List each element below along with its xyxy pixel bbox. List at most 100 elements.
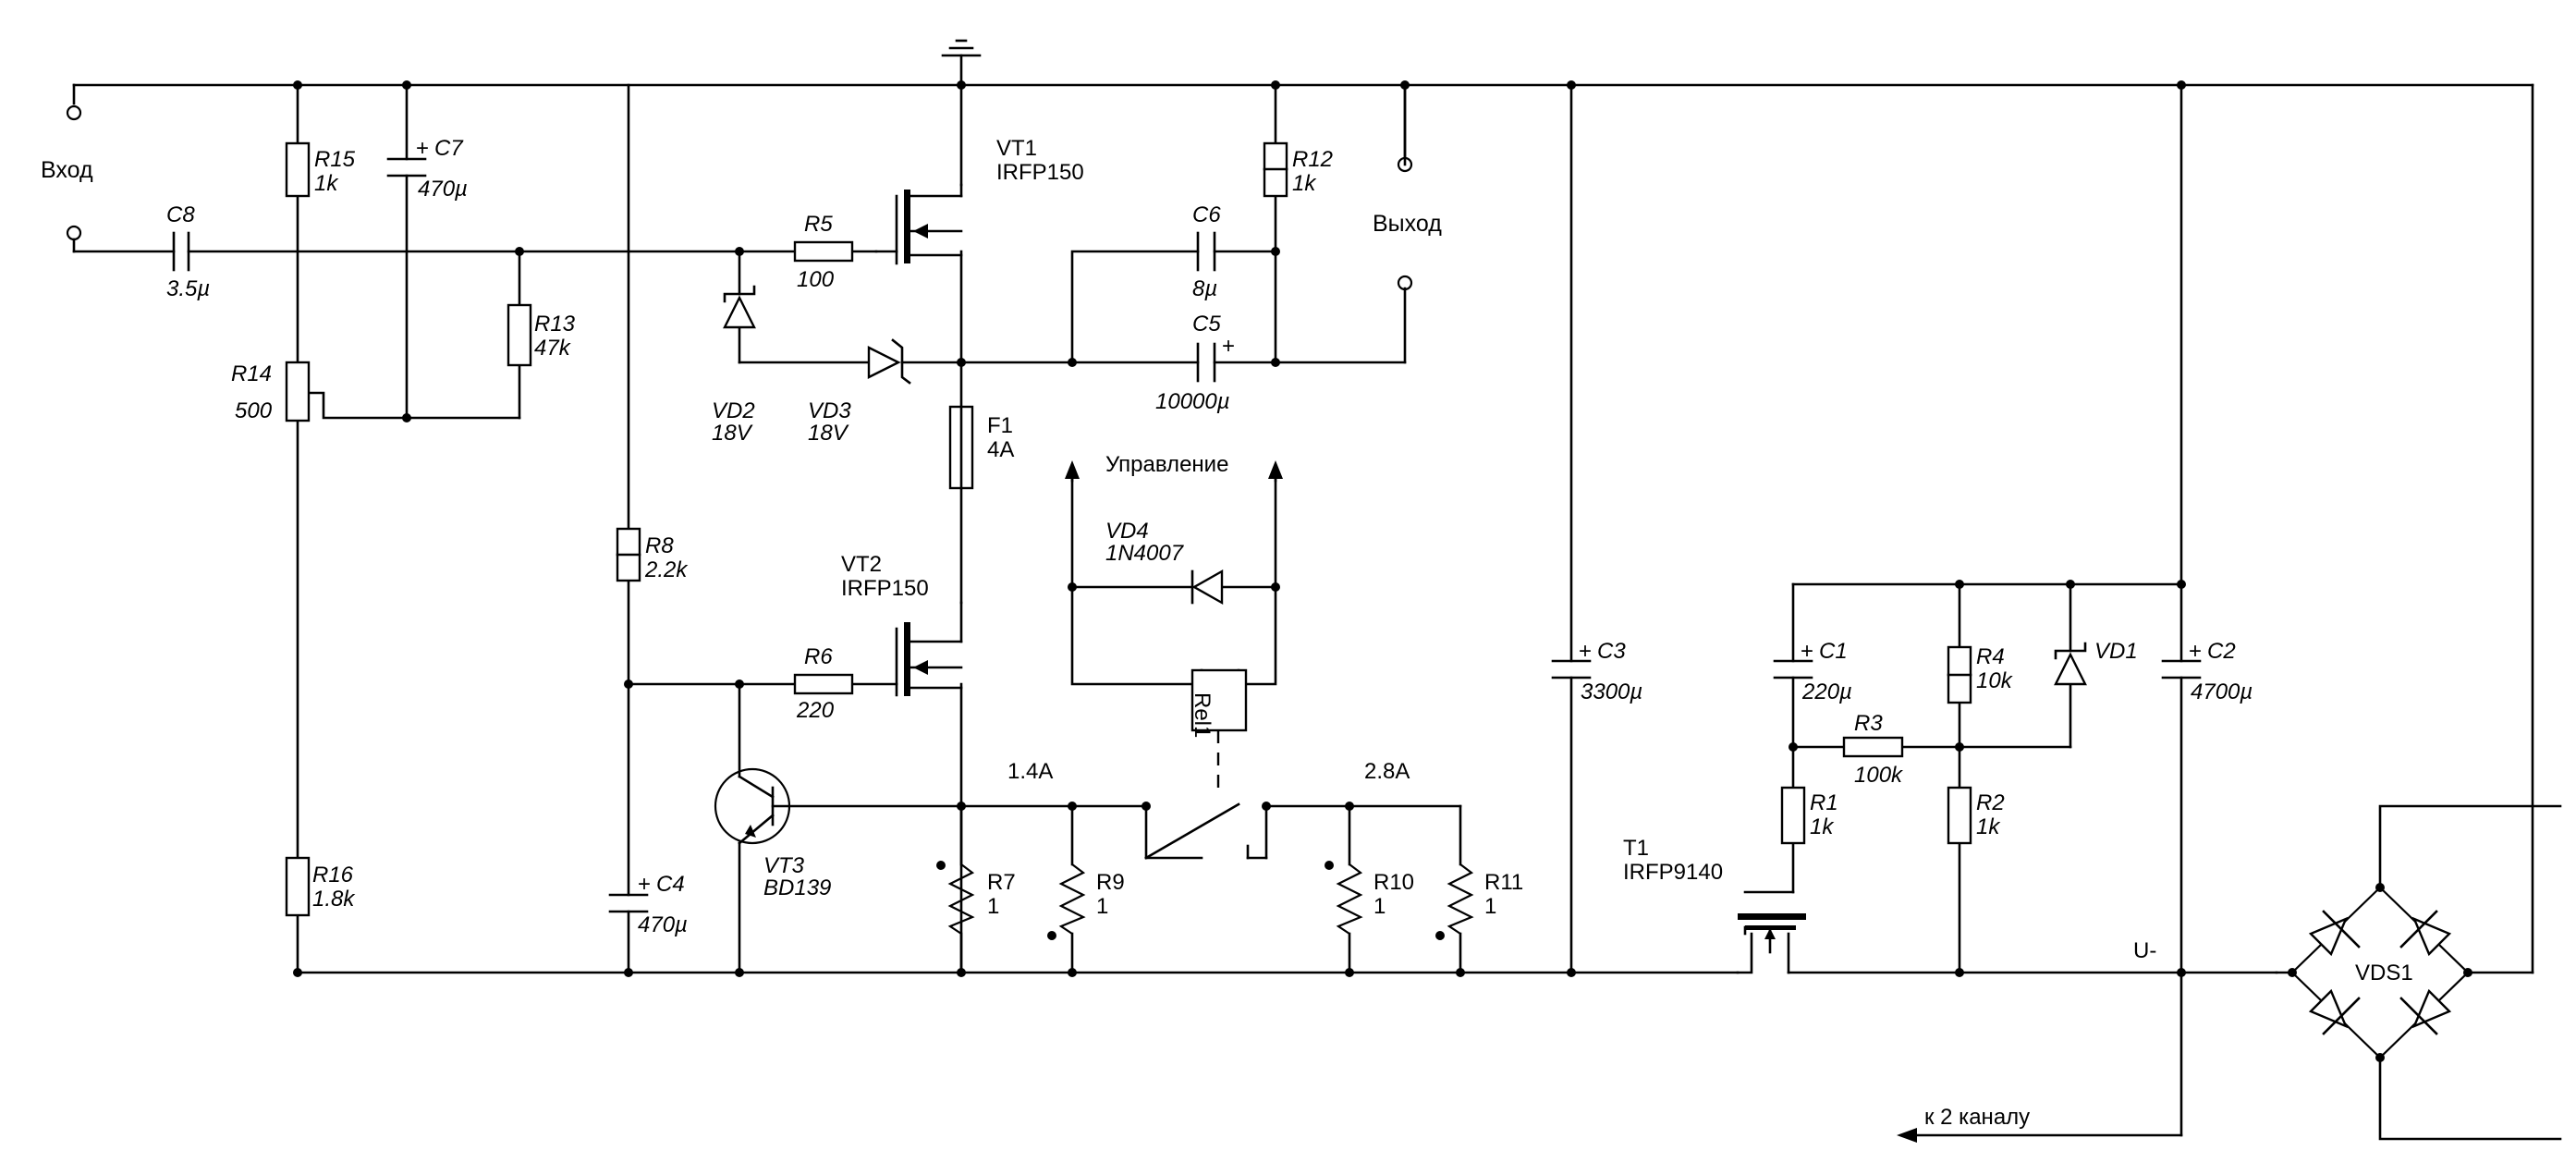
c7-ref: C7 bbox=[434, 136, 464, 161]
vt2-value: IRFP150 bbox=[841, 576, 929, 601]
current-label-1: 1.4A bbox=[1007, 759, 1053, 784]
c1-plus: + bbox=[1801, 639, 1813, 664]
r2-ref: R2 bbox=[1976, 790, 2005, 815]
vd2-ref: VD2 bbox=[712, 398, 755, 423]
capacitor-c8 bbox=[172, 231, 190, 272]
vt1-ref: VT1 bbox=[996, 136, 1037, 161]
r4-ref: R4 bbox=[1976, 644, 2005, 669]
c5-value: 10000µ bbox=[1155, 389, 1230, 414]
resistor-r15 bbox=[285, 141, 311, 198]
r14-ref: R14 bbox=[231, 361, 272, 386]
vd4-ref: VD4 bbox=[1105, 519, 1149, 544]
control-arrow-left-icon bbox=[1065, 460, 1080, 483]
fuse-f1 bbox=[948, 405, 974, 490]
c6-value: 8µ bbox=[1192, 276, 1217, 301]
relay-contact bbox=[1144, 802, 1250, 860]
c4-value: 470µ bbox=[638, 912, 688, 937]
r12-ref: R12 bbox=[1292, 147, 1333, 172]
r11-ref: R11 bbox=[1484, 870, 1523, 895]
relay-rel1-coil bbox=[1190, 668, 1248, 732]
output-terminals bbox=[1397, 83, 1413, 291]
r9-value: 1 bbox=[1096, 894, 1108, 919]
vt2-ref: VT2 bbox=[841, 552, 882, 577]
capacitor-c6 bbox=[1196, 231, 1216, 272]
c3-plus: + bbox=[1579, 639, 1592, 664]
f1-ref: F1 bbox=[987, 413, 1013, 438]
resistor-r10 bbox=[1336, 863, 1363, 935]
r16-value: 1.8k bbox=[312, 887, 356, 912]
r2-value: 1k bbox=[1976, 814, 2001, 839]
resistor-r9 bbox=[1058, 863, 1086, 935]
resistor-r12 bbox=[1263, 141, 1288, 198]
c8-value: 3.5µ bbox=[166, 276, 210, 301]
vt3-ref: VT3 bbox=[763, 853, 805, 878]
c2-value: 4700µ bbox=[2191, 679, 2252, 704]
c1-value: 220µ bbox=[1801, 679, 1852, 704]
c5-ref: C5 bbox=[1192, 312, 1221, 337]
capacitor-c2 bbox=[2161, 659, 2202, 679]
ground-icon bbox=[941, 39, 982, 57]
mosfet-vt1 bbox=[895, 183, 963, 265]
r8-ref: R8 bbox=[645, 533, 674, 558]
r7-ref: R7 bbox=[987, 870, 1016, 895]
r5-value: 100 bbox=[797, 267, 835, 292]
resistor-r4 bbox=[1947, 645, 1972, 704]
r6-value: 220 bbox=[796, 698, 835, 723]
resistor-r8 bbox=[616, 527, 641, 582]
resistor-r7 bbox=[947, 863, 975, 935]
current-label-2: 2.8A bbox=[1364, 759, 1410, 784]
t1-ref: T1 bbox=[1623, 836, 1649, 861]
capacitor-c3 bbox=[1551, 659, 1592, 679]
resistor-r5 bbox=[793, 240, 854, 263]
r15-value: 1k bbox=[314, 171, 339, 196]
r9-ref: R9 bbox=[1096, 870, 1125, 895]
resistor-r2 bbox=[1947, 786, 1972, 845]
vd1-ref: VD1 bbox=[2094, 639, 2138, 664]
c4-ref: C4 bbox=[656, 872, 685, 897]
vt3-value: BD139 bbox=[763, 875, 831, 900]
c1-ref: C1 bbox=[1819, 639, 1848, 664]
c2-ref: C2 bbox=[2207, 639, 2236, 664]
resistor-r6 bbox=[793, 673, 854, 695]
vd3-ref: VD3 bbox=[808, 398, 851, 423]
c7-plus: + bbox=[416, 136, 429, 161]
c2-plus: + bbox=[2189, 639, 2202, 664]
r4-value: 10k bbox=[1976, 668, 2014, 693]
zener-diode-vd3 bbox=[867, 338, 911, 385]
r14-value: 500 bbox=[235, 398, 273, 423]
c6-ref: C6 bbox=[1192, 202, 1221, 227]
resistor-r3 bbox=[1842, 736, 1904, 758]
r1-value: 1k bbox=[1810, 814, 1835, 839]
r10-ref: R10 bbox=[1373, 870, 1414, 895]
input-label: Вход bbox=[41, 157, 93, 183]
resistor-r16 bbox=[285, 856, 311, 917]
r15-ref: R15 bbox=[314, 147, 356, 172]
zener-diode-vd1 bbox=[2054, 642, 2087, 686]
vd4-value: 1N4007 bbox=[1105, 541, 1185, 566]
f1-value: 4A bbox=[987, 437, 1014, 462]
diode-vd4 bbox=[1190, 569, 1224, 606]
control-arrow-right-icon bbox=[1268, 460, 1283, 483]
r1-ref: R1 bbox=[1810, 790, 1838, 815]
r11-value: 1 bbox=[1484, 894, 1496, 919]
vt1-value: IRFP150 bbox=[996, 160, 1084, 185]
r16-ref: R16 bbox=[312, 863, 354, 887]
diode-bridge-vds1 bbox=[2291, 887, 2469, 1059]
capacitor-c5 bbox=[1196, 342, 1216, 383]
c3-ref: C3 bbox=[1597, 639, 1626, 664]
resistor-r13 bbox=[507, 303, 532, 367]
r13-value: 47k bbox=[534, 336, 572, 361]
potentiometer-r14 bbox=[285, 361, 311, 422]
to-channel-label: к 2 каналу bbox=[1924, 1105, 2030, 1130]
r13-ref: R13 bbox=[534, 312, 576, 337]
u-minus-label: U- bbox=[2133, 938, 2156, 963]
c3-value: 3300µ bbox=[1581, 679, 1642, 704]
r12-value: 1k bbox=[1292, 171, 1317, 196]
capacitor-c4 bbox=[608, 893, 649, 913]
channel-arrow-icon bbox=[1897, 1128, 1917, 1143]
output-label: Выход bbox=[1373, 211, 1442, 237]
zener-diode-vd2 bbox=[723, 285, 756, 329]
vds1-ref: VDS1 bbox=[2355, 961, 2413, 985]
resistor-r1 bbox=[1780, 786, 1806, 845]
